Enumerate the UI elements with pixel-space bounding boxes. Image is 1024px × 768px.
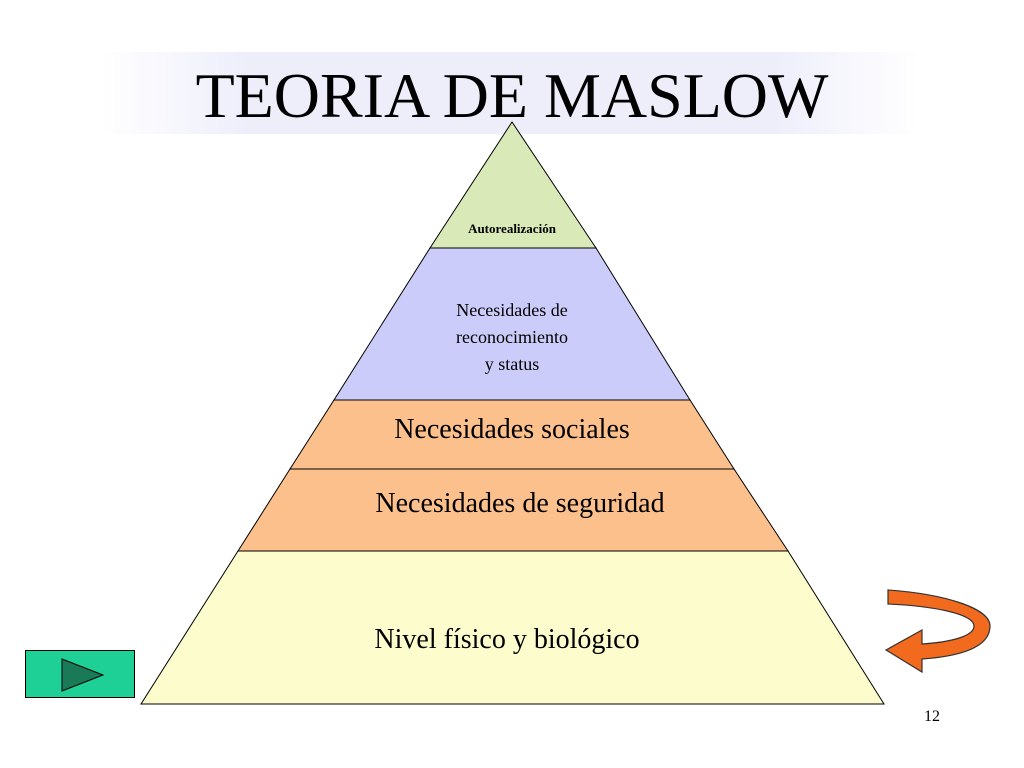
level-label-self-actualization: Autorealización: [468, 221, 556, 236]
title-band: [100, 52, 920, 134]
level-label-safety: Necesidades de seguridad: [375, 488, 665, 519]
level-label-esteem: Necesidades de reconocimiento y status: [456, 300, 568, 374]
level-label-physiological: Nivel físico y biológico: [374, 624, 640, 655]
slide-title: TEORIA DE MASLOW: [195, 60, 829, 131]
page-number: 12: [924, 708, 940, 725]
next-slide-button[interactable]: [25, 650, 135, 698]
pyramid-level-physiological: [140, 550, 885, 705]
curved-return-arrow-icon[interactable]: [884, 588, 994, 678]
play-triangle-icon: [61, 658, 105, 692]
level-label-social: Necesidades sociales: [394, 414, 630, 445]
